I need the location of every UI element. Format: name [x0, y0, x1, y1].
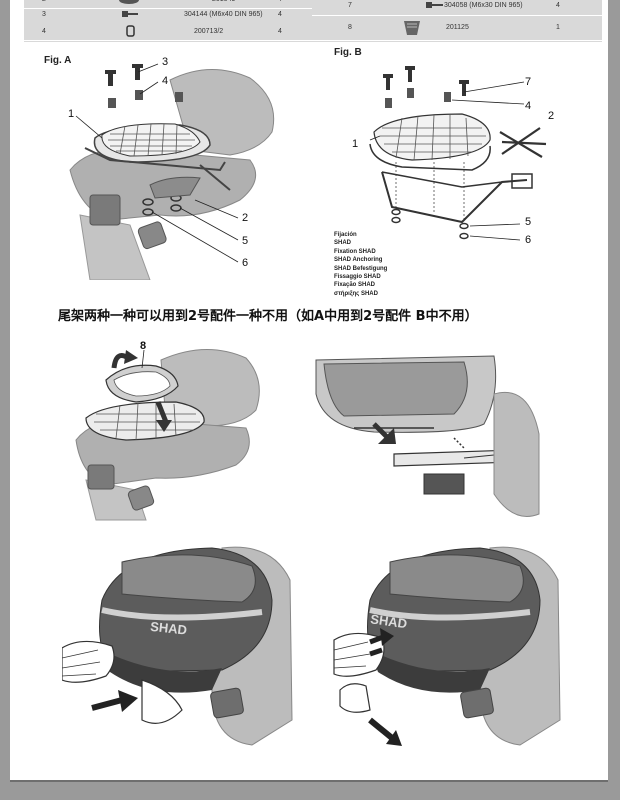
part-code: 304144 (M6x40 DIN 965)	[184, 11, 263, 18]
fig-a-label: Fig. A	[44, 55, 72, 66]
part-code: 304058 (M6x30 DIN 965)	[444, 2, 523, 9]
fixation-languages: Fijación SHAD Fixation SHAD SHAD Anchori…	[334, 231, 387, 298]
table-row: 2 201049 4	[24, 0, 314, 9]
table-row: 4 200713/2 4	[24, 23, 314, 41]
fig-a-callout: 4	[162, 75, 169, 87]
part-number: 4	[42, 28, 46, 35]
caption-text: 尾架两种一种可以用到2号配件一种不用（如A中用到2号配件 B中不用）	[58, 309, 478, 324]
part-number: 3	[42, 11, 46, 18]
part-code: 201125	[446, 24, 469, 31]
fig-b-callout: 5	[525, 216, 532, 228]
part-qty: 4	[278, 28, 282, 35]
fig-a-callout: 2	[242, 212, 249, 224]
part-code: 201049	[212, 0, 235, 8]
part-qty: 4	[556, 2, 560, 9]
step-remove-illustration: SHAD	[333, 546, 561, 746]
part-qty: 4	[278, 11, 282, 18]
table-row: 3 304144 (M6x40 DIN 965) 4	[24, 6, 314, 24]
instruction-sheet: 2 201049 4 3 304144 (M6x40 DIN 965) 4 4 …	[10, 0, 608, 782]
fixation-line: SHAD Anchoring	[334, 257, 383, 264]
nut-icon	[126, 25, 135, 37]
fig-b-callout: 4	[525, 100, 532, 112]
step-plate-illustration	[75, 349, 260, 521]
table-row: 7 304058 (M6x30 DIN 965) 4	[312, 0, 602, 16]
part-number: 2	[42, 0, 46, 8]
plate-icon	[404, 21, 420, 35]
fig-a-callout: 6	[242, 257, 249, 269]
step-install-illustration: SHAD	[62, 546, 293, 746]
fig-b-callout: 1	[352, 138, 359, 150]
fixation-line: Fijación	[334, 232, 357, 238]
part-qty: 1	[556, 24, 560, 31]
part-qty: 4	[278, 0, 282, 8]
fixation-line: Fissaggio SHAD	[334, 274, 381, 281]
fixation-line: SHAD	[334, 240, 352, 247]
fixation-line: Fixation SHAD	[334, 248, 376, 255]
fig-b-callout: 2	[548, 110, 555, 122]
screw-icon	[119, 0, 139, 4]
shad-logo: SHAD	[150, 619, 188, 638]
fig-a-plate	[101, 123, 201, 157]
fig-a-callout: 3	[162, 56, 169, 68]
table-row: 8 201125 1	[312, 16, 602, 41]
fixation-line: SHAD Befestigung	[334, 265, 388, 272]
fig-b-callout: 7	[525, 76, 532, 88]
fixation-line: στήριξης SHAD	[334, 290, 378, 297]
step-plate-callout: 8	[140, 340, 147, 352]
fig-b-callout: 6	[525, 234, 532, 246]
part-code: 200713/2	[194, 28, 224, 35]
parts-table-right: 7 304058 (M6x30 DIN 965) 4 8 201125 1	[312, 0, 602, 42]
shad-logo: SHAD	[369, 611, 408, 631]
fig-a-illustration	[69, 63, 275, 280]
fixation-line: Fixação SHAD	[334, 282, 376, 289]
step-mount-illustration	[315, 355, 540, 517]
fig-b-illustration	[369, 66, 547, 241]
fig-a-callout: 5	[242, 235, 249, 247]
part-number: 8	[348, 24, 352, 31]
parts-table-left: 2 201049 4 3 304144 (M6x40 DIN 965) 4 4 …	[24, 0, 314, 42]
part-number: 7	[348, 2, 352, 9]
fig-b-label: Fig. B	[334, 47, 362, 58]
bolt-icon	[426, 2, 443, 8]
fig-a-callout: 1	[68, 108, 75, 120]
bolt-icon	[122, 11, 138, 17]
